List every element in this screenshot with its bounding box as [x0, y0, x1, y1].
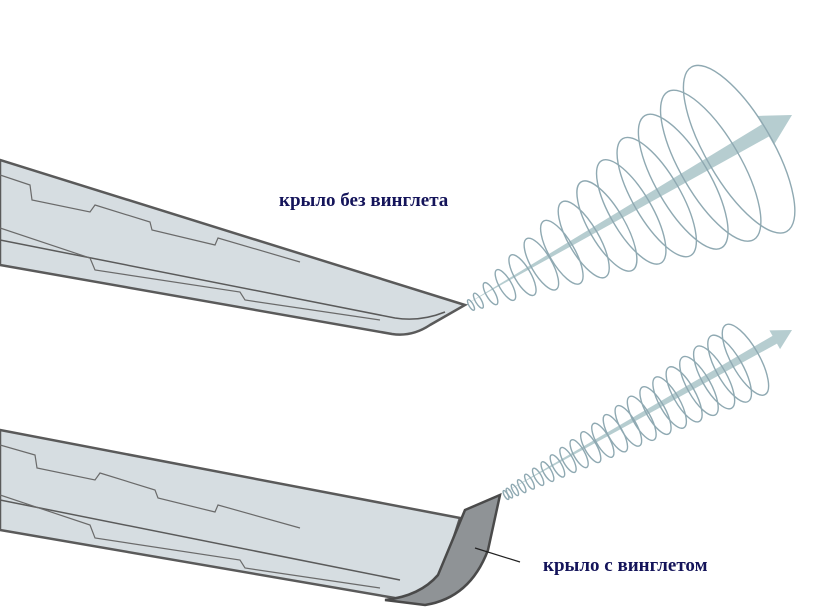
- vortex-ring: [569, 439, 589, 469]
- vortex-ring: [659, 89, 762, 242]
- vortex-ring: [549, 454, 566, 478]
- vortex-ring: [494, 268, 517, 302]
- vortex-ring: [639, 385, 672, 436]
- vortex-ring: [616, 136, 698, 258]
- vortex-ring: [721, 323, 770, 396]
- vortex-ring: [682, 64, 796, 234]
- vortex-ring: [707, 334, 753, 403]
- vortex-large: [465, 64, 796, 311]
- vortex-ring: [523, 237, 560, 291]
- vortex-ring: [516, 478, 527, 494]
- vortex-ring: [482, 281, 499, 306]
- vortex-ring: [637, 113, 729, 250]
- label-wing-without-winglet: крыло без винглета: [279, 190, 449, 211]
- vortex-ring: [539, 219, 584, 285]
- vortex-ring: [559, 446, 577, 474]
- vortex-small: [500, 323, 792, 501]
- wing-without-winglet: [0, 158, 469, 336]
- vortex-ring: [679, 355, 719, 417]
- airflow-arrow: [465, 115, 792, 305]
- vortex-ring: [591, 422, 615, 458]
- vortex-ring: [602, 413, 629, 453]
- vortex-ring: [576, 180, 638, 272]
- vortex-ring: [510, 483, 520, 497]
- vortex-ring: [531, 467, 545, 487]
- vortex-ring: [595, 158, 667, 265]
- vortex-ring: [557, 200, 610, 279]
- vortex-ring: [466, 299, 476, 311]
- vortex-ring: [665, 366, 703, 423]
- vortex-ring: [505, 487, 514, 499]
- winglet-pointer-line: [474, 547, 521, 563]
- vortex-ring: [523, 473, 536, 490]
- vortex-ring: [614, 404, 643, 447]
- vortex-ring: [692, 345, 736, 410]
- wing-with-winglet: [0, 428, 521, 607]
- vortex-ring: [579, 430, 602, 464]
- vortex-ring: [540, 461, 555, 483]
- vortex-ring: [626, 395, 657, 442]
- vortex-ring: [472, 292, 485, 309]
- winglet: [384, 492, 502, 607]
- label-wing-with-winglet: крыло с винглетом: [543, 555, 708, 576]
- vortex-ring: [508, 254, 537, 297]
- vortex-ring: [652, 376, 688, 429]
